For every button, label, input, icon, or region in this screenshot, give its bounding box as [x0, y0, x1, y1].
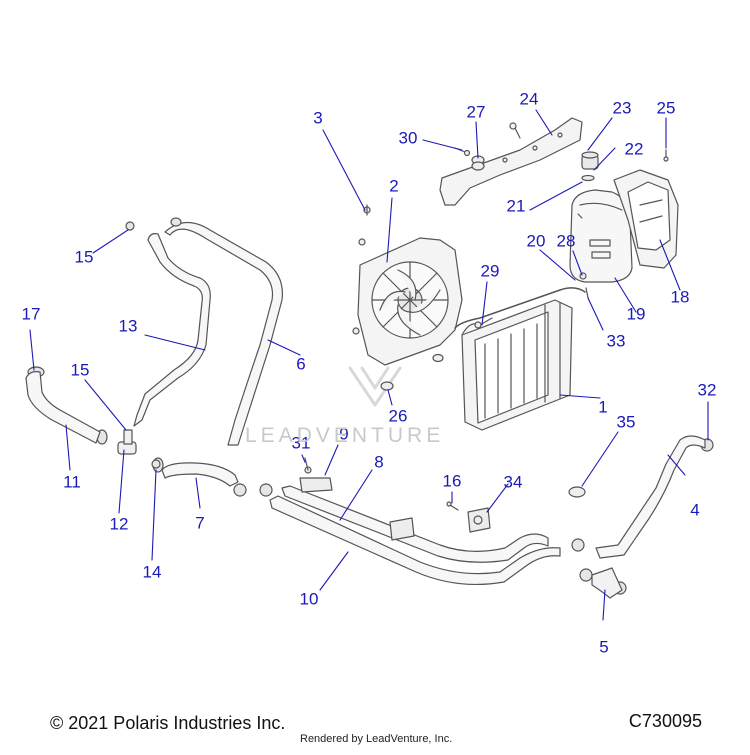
callout-7[interactable]: 7 — [195, 513, 205, 533]
callout-15-lower[interactable]: 15 — [70, 360, 90, 380]
callout-30[interactable]: 30 — [398, 128, 418, 148]
callout-25[interactable]: 25 — [656, 98, 676, 118]
cap-part-23 — [581, 151, 599, 170]
callout-9[interactable]: 9 — [339, 424, 349, 444]
callout-21[interactable]: 21 — [506, 196, 526, 216]
callout-33[interactable]: 33 — [606, 331, 626, 351]
watermark-logo — [348, 366, 402, 407]
callout-35[interactable]: 35 — [616, 412, 636, 432]
callout-18[interactable]: 18 — [670, 287, 690, 307]
reservoir-part-19 — [569, 189, 633, 283]
leader-lines — [29, 109, 709, 621]
callout-23[interactable]: 23 — [612, 98, 632, 118]
callout-4[interactable]: 4 — [690, 500, 700, 520]
radiator-part-1 — [461, 299, 573, 431]
callout-3[interactable]: 3 — [313, 108, 323, 128]
callout-24[interactable]: 24 — [519, 89, 539, 109]
screw-part-25 — [663, 149, 669, 162]
tee-part-12 — [117, 429, 137, 455]
callout-13[interactable]: 13 — [118, 316, 138, 336]
bracket-part-24 — [439, 117, 583, 206]
callout-2[interactable]: 2 — [389, 176, 399, 196]
callout-14[interactable]: 14 — [142, 562, 162, 582]
hose-part-6 — [164, 221, 284, 446]
grommet-part-26 — [380, 381, 394, 391]
callout-1[interactable]: 1 — [598, 397, 608, 417]
screw-part-33 — [585, 287, 589, 299]
callout-5[interactable]: 5 — [599, 637, 609, 657]
bolt-part-16 — [446, 501, 459, 511]
clamp-part-34 — [467, 507, 491, 533]
hose-part-7 — [161, 462, 239, 487]
clamp-part-35 — [568, 486, 586, 498]
callout-17[interactable]: 17 — [21, 304, 41, 324]
watermark-text: LEADVENTURE — [245, 424, 445, 447]
seal-part-22 — [581, 174, 595, 182]
clamp-part-31 — [304, 457, 309, 471]
callout-6[interactable]: 6 — [296, 354, 306, 374]
callout-22[interactable]: 22 — [624, 139, 644, 159]
callout-32[interactable]: 32 — [697, 380, 717, 400]
callout-12[interactable]: 12 — [109, 514, 129, 534]
hose-part-4 — [595, 435, 706, 559]
tube-part-8 — [281, 485, 549, 563]
rendered-by-text: Rendered by LeadVenture, Inc. — [300, 733, 453, 745]
fitting-part-28 — [579, 272, 587, 280]
clamp-part-14 — [151, 459, 161, 469]
bolt-part-3 — [363, 204, 371, 216]
reservoir-bracket-part-18 — [613, 169, 679, 269]
callout-8[interactable]: 8 — [374, 452, 384, 472]
hose-part-13 — [133, 233, 211, 427]
callout-26[interactable]: 26 — [388, 406, 408, 426]
callout-11[interactable]: 11 — [63, 472, 81, 492]
diagram-code: C730095 — [628, 711, 702, 731]
callout-16[interactable]: 16 — [442, 471, 462, 491]
callout-10[interactable]: 10 — [299, 589, 319, 609]
callout-20[interactable]: 20 — [526, 231, 546, 251]
callout-15-upper[interactable]: 15 — [74, 247, 94, 267]
callout-28[interactable]: 28 — [556, 231, 576, 251]
tube-part-10 — [269, 495, 561, 586]
callout-29[interactable]: 29 — [480, 261, 500, 281]
copyright-text: © 2021 Polaris Industries Inc. — [50, 713, 286, 733]
callout-27[interactable]: 27 — [466, 102, 486, 122]
callout-34[interactable]: 34 — [503, 472, 523, 492]
fan-shroud-part-2 — [357, 237, 463, 366]
callout-31[interactable]: 31 — [291, 433, 311, 453]
clamp-center — [389, 517, 415, 541]
hose-part-11 — [25, 371, 101, 444]
hose-part-20 — [454, 287, 586, 329]
callout-19[interactable]: 19 — [626, 304, 646, 324]
clamp-part-9 — [299, 466, 333, 493]
elbow-part-5 — [591, 567, 623, 599]
